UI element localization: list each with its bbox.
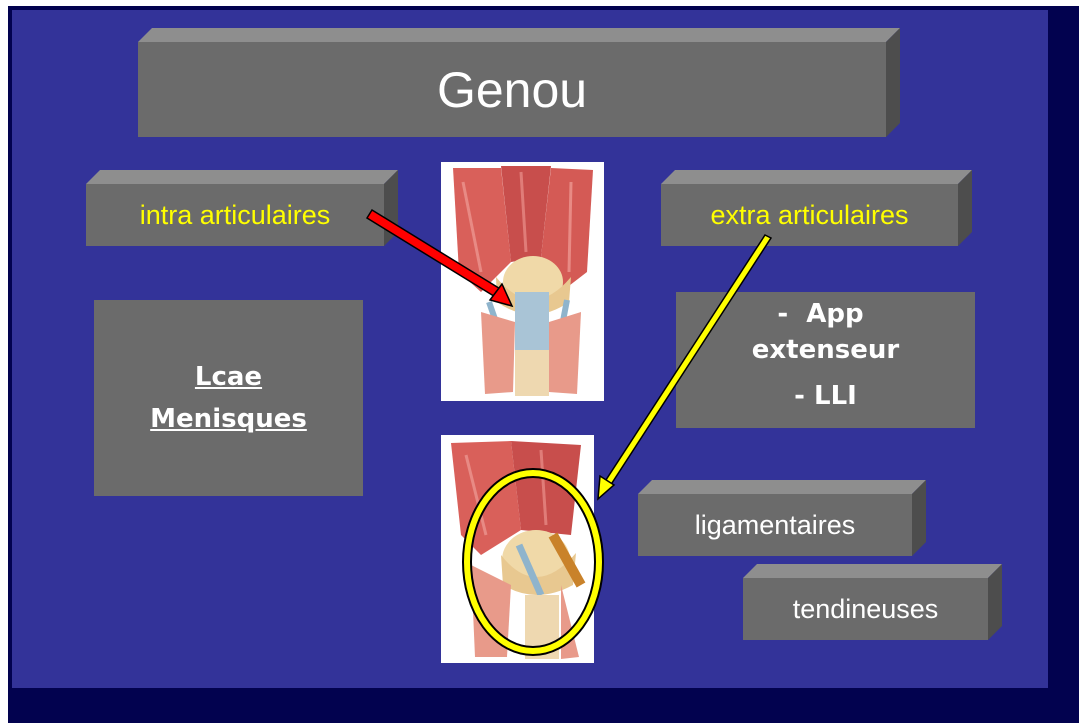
- app-text: - App: [777, 296, 863, 332]
- intra-articulaires-box: intra articulaires: [86, 184, 384, 246]
- knee-side-image: [441, 435, 594, 663]
- knee-front-image: [441, 162, 604, 401]
- page-title: Genou: [138, 42, 886, 137]
- ligamentaires-label: ligamentaires: [638, 494, 912, 556]
- lli-text: - LLI: [794, 378, 857, 414]
- tendineuses-box: tendineuses: [743, 578, 988, 640]
- tendineuses-label: tendineuses: [743, 578, 988, 640]
- lcae-text: Lcae: [195, 356, 262, 398]
- title-box: Genou: [138, 42, 886, 137]
- intra-articulaires-label: intra articulaires: [86, 184, 384, 246]
- menisques-text: Menisques: [150, 398, 307, 440]
- extra-articulaires-box: extra articulaires: [661, 184, 958, 246]
- extenseur-text: extenseur: [752, 332, 899, 368]
- intra-details-box: Lcae Menisques: [94, 300, 363, 496]
- extra-articulaires-label: extra articulaires: [661, 184, 958, 246]
- ligamentaires-box: ligamentaires: [638, 494, 912, 556]
- knee-side-illustration-icon: [441, 435, 594, 663]
- knee-front-illustration-icon: [441, 162, 604, 401]
- extra-details-box: - App extenseur - LLI: [676, 292, 975, 428]
